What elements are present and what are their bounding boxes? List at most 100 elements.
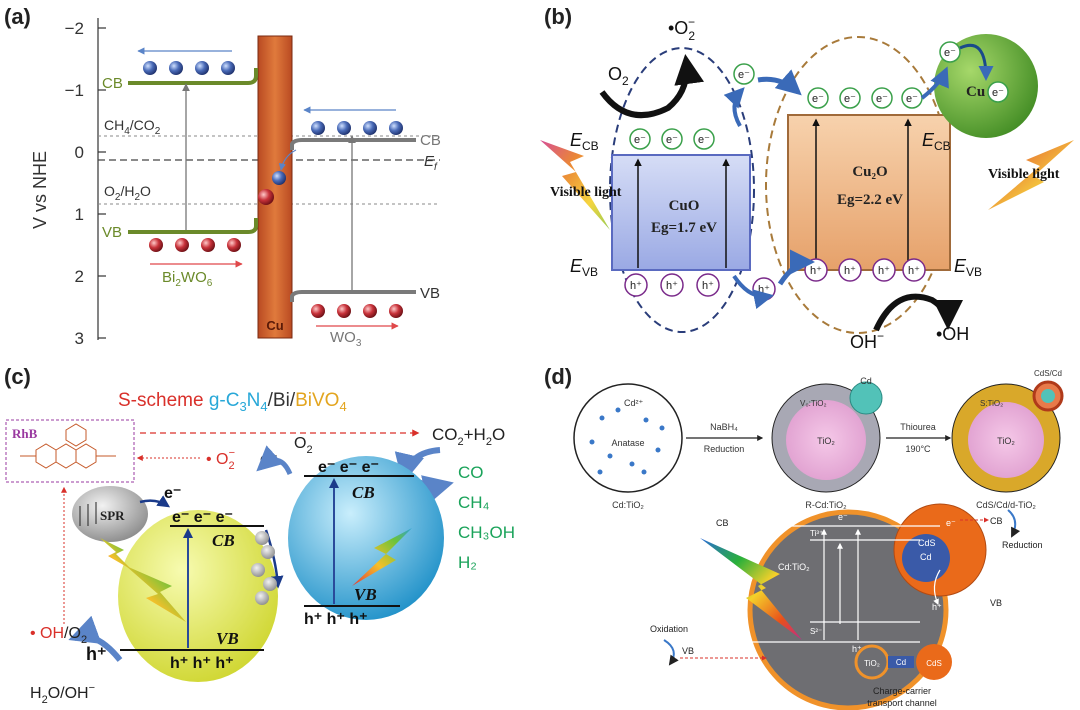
- panel-c-title: S-scheme g-C3N4/Bi/BiVO4: [118, 390, 347, 414]
- panel-c-diagram: S-scheme g-C3N4/Bi/BiVO4 RhB • O2− O2 CO…: [5, 390, 515, 706]
- wo3-vb-label: VB: [420, 285, 440, 302]
- cu2o-holes: h⁺ h⁺ h⁺ h⁺: [804, 258, 926, 282]
- svg-text:e⁻: e⁻: [944, 47, 956, 59]
- cd-core: [902, 534, 950, 582]
- yellow-vb-label: VB: [216, 629, 239, 648]
- panel-d: Cd²⁺ Anatase Cd:TiO₂ NaBH₄ Reduction Cd …: [540, 360, 1080, 710]
- svg-text:e⁻: e⁻: [698, 134, 710, 146]
- electron-transfer-arrow: [757, 69, 802, 96]
- cb-left-label: CB: [716, 518, 729, 528]
- tio2-core-label: TiO₂: [817, 436, 835, 446]
- channel-caption-1: Charge-carrier: [873, 686, 931, 696]
- oh-radical-label: •OH: [936, 324, 969, 344]
- blue-electrons: e⁻ e⁻ e⁻: [318, 459, 379, 476]
- svg-text:e⁻: e⁻: [844, 93, 856, 105]
- cu-label: Cu: [266, 318, 283, 333]
- bi2wo6-vb-label: VB: [102, 224, 122, 241]
- ecb-left-label: ECB: [570, 130, 599, 153]
- blue-holes: h⁺ h⁺ h⁺: [304, 611, 368, 628]
- step2-condition: 190°C: [905, 444, 931, 454]
- panel-c: S-scheme g-C3N4/Bi/BiVO4 RhB • O2− O2 CO…: [0, 360, 540, 710]
- bi-particle: [72, 486, 148, 542]
- yellow-holes: h⁺ h⁺ h⁺: [170, 655, 234, 672]
- visible-light-right-label: Visible light: [988, 167, 1060, 182]
- ef-label: Ef: [424, 153, 438, 173]
- bi-electron: e⁻: [164, 485, 181, 502]
- products-list: CO CH₄ CH₃OH H₂: [458, 463, 515, 572]
- channel-cd-label: Cd: [896, 658, 906, 667]
- cd-dopants: [589, 407, 665, 475]
- wo3-cb-band: [290, 138, 416, 150]
- panel-a-diagram: −2 −1 0 1 2 3 V vs NHE CH4/CO2 O2/H2O Ef…: [30, 18, 441, 349]
- anatase-label: Anatase: [611, 438, 644, 448]
- svg-text:h⁺: h⁺: [908, 265, 920, 277]
- oh-oxidation-arrow: [873, 293, 963, 332]
- product-item: CH₄: [458, 493, 490, 512]
- bivo4-sphere: [288, 456, 444, 620]
- vb-right-label: VB: [990, 598, 1002, 608]
- g-c3n4-sphere: [118, 510, 278, 682]
- cds-hole: h⁺: [932, 602, 942, 612]
- cd-tio2-particle: [573, 383, 683, 493]
- superoxide-label: • O2−: [206, 447, 235, 472]
- bi2wo6-label: Bi2WO6: [162, 269, 213, 289]
- lightning-icon: [700, 538, 802, 640]
- blue-vb-label: VB: [354, 585, 377, 604]
- electron-row: [143, 61, 235, 75]
- oh-o2-label: • OH/O2: [30, 625, 87, 646]
- step2-caption: R-Cd:TiO₂: [805, 500, 847, 510]
- cuo-name: CuO: [669, 198, 700, 214]
- channel-tio2-label: TiO₂: [864, 659, 880, 668]
- cu-electron-arrow: [278, 149, 297, 171]
- product-item: H₂: [458, 553, 477, 572]
- product-item: CH₃OH: [458, 523, 515, 542]
- spr-label: SPR: [100, 508, 125, 523]
- wo3-label: WO3: [330, 329, 362, 349]
- visible-light-left-label: Visible light: [550, 185, 622, 200]
- cu-internal-arrow: [959, 43, 994, 81]
- yellow-cb-label: CB: [212, 531, 235, 550]
- svg-text:e⁻: e⁻: [906, 93, 918, 105]
- svg-text:e⁻: e⁻: [992, 87, 1004, 99]
- cu-particle-label: Cu: [966, 84, 985, 100]
- electron-transfer-arrow: [723, 87, 745, 127]
- panel-b-label: (b): [544, 4, 573, 29]
- panel-a: −2 −1 0 1 2 3 V vs NHE CH4/CO2 O2/H2O Ef…: [0, 0, 540, 360]
- cd-core: [1041, 389, 1055, 403]
- wo3-electron-row: [311, 121, 403, 135]
- cd-label: Cd: [920, 552, 932, 562]
- panel-d-diagram: Cd²⁺ Anatase Cd:TiO₂ NaBH₄ Reduction Cd …: [573, 369, 1064, 710]
- wo3-hole-row: [311, 304, 403, 318]
- cd2-label: Cd²⁺: [624, 398, 644, 408]
- cuo-boundary: [609, 47, 755, 333]
- axis-label: V vs NHE: [30, 151, 50, 229]
- cu-hole: [258, 189, 274, 205]
- yellow-electrons: e⁻ e⁻ e⁻: [172, 509, 233, 526]
- hole-transfer-arrow: [777, 249, 815, 286]
- channel-caption-2: transport channel: [867, 698, 937, 708]
- bi2wo6-cb-band: [128, 68, 258, 85]
- svg-text:e⁻: e⁻: [666, 134, 678, 146]
- step1-reagent: NaBH₄: [710, 422, 738, 432]
- channel-cds: [916, 644, 952, 680]
- vb-left-label: VB: [682, 646, 694, 656]
- lightning-icon: [988, 140, 1074, 210]
- step1-condition: Reduction: [704, 444, 745, 454]
- tio2-core: [786, 400, 866, 480]
- cuo-box: [611, 154, 751, 271]
- cuo-eg: Eg=1.7 eV: [651, 220, 717, 236]
- blue-cb-label: CB: [352, 483, 375, 502]
- svg-text:h⁺: h⁺: [702, 280, 714, 292]
- tick-label: −2: [65, 19, 84, 38]
- wo3-vb-band: [290, 290, 416, 302]
- oxidation-label: Oxidation: [650, 624, 688, 634]
- lightning-icon: [126, 566, 186, 622]
- evb-right-label: EVB: [954, 256, 982, 279]
- oxidation-hole: h⁺: [86, 644, 107, 664]
- cuo-electrons: e⁻ e⁻ e⁻: [629, 128, 715, 150]
- hole-transfer-arrow: [732, 274, 774, 309]
- superoxide-label: •O2−: [668, 15, 695, 43]
- oxidation-arrow: [68, 615, 123, 662]
- panel-c-label: (c): [4, 364, 31, 389]
- cb-right-label: CB: [990, 516, 1003, 526]
